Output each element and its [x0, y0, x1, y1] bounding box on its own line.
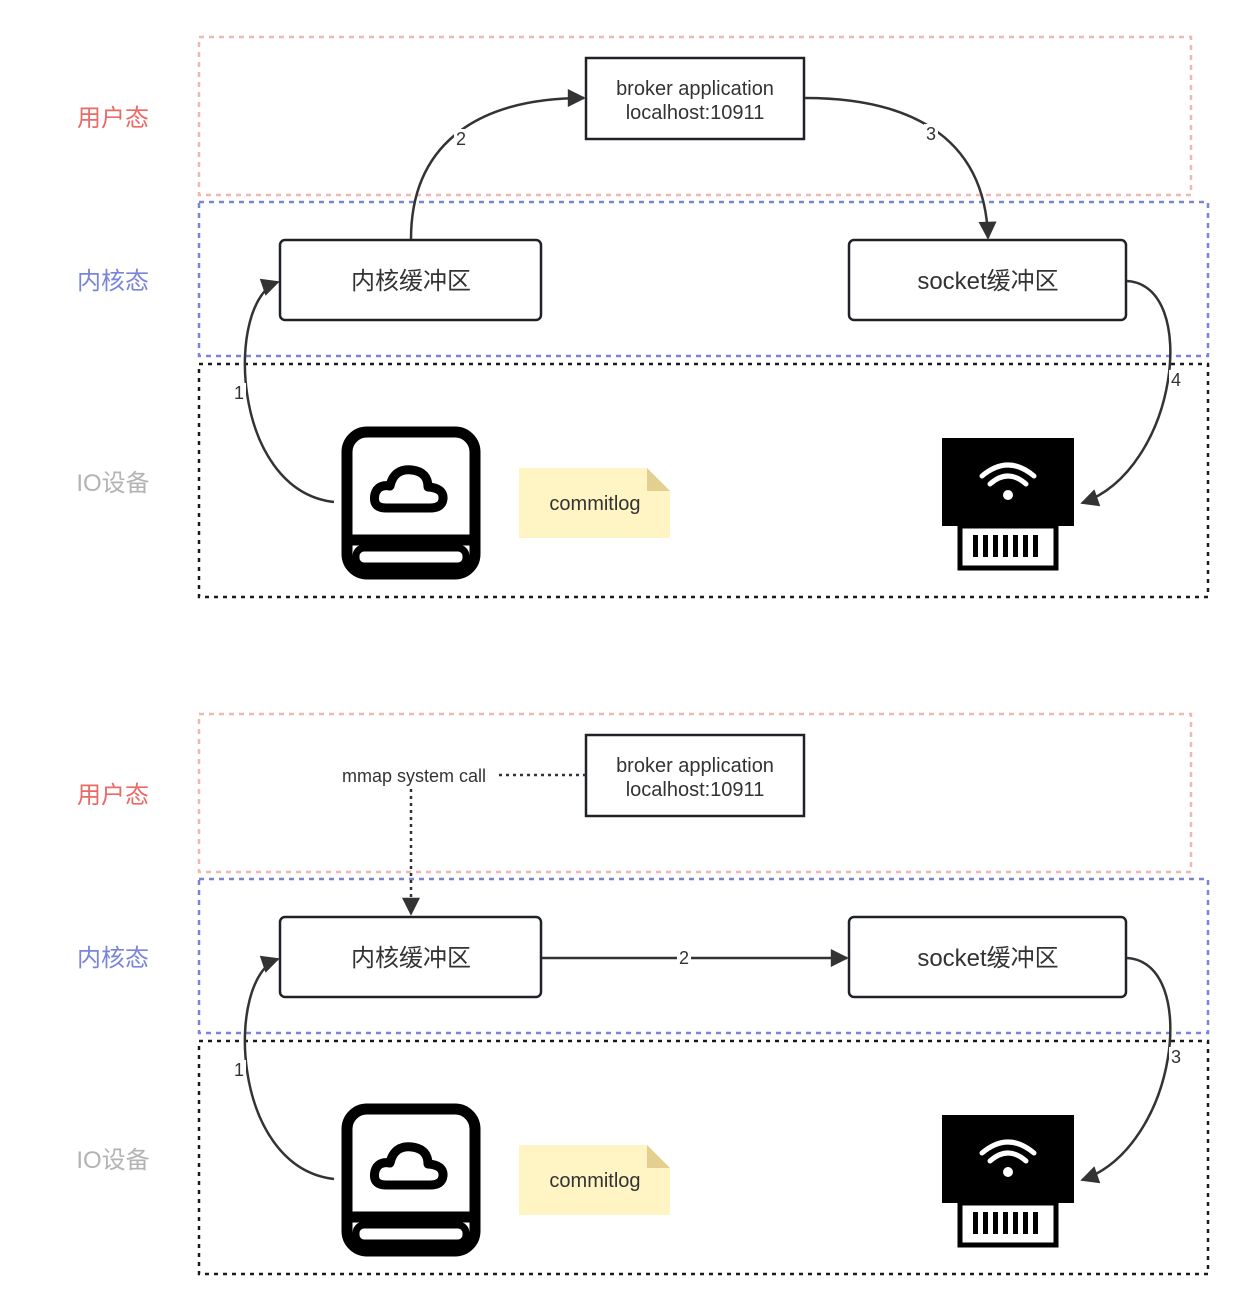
kernel-space-lane: [197, 877, 1210, 1035]
user-space-lane: [197, 35, 1193, 197]
commitlog-note-label: commitlog: [549, 493, 640, 515]
edge-1-disk-to-kernel[interactable]: [243, 955, 335, 1181]
edge-label-2: 2: [679, 948, 689, 968]
edge-label-1: 1: [234, 383, 244, 403]
broker-application-node[interactable]: broker application localhost:10911: [584, 733, 806, 818]
broker-application-title: broker application: [616, 78, 774, 100]
edge-label-3: 3: [926, 124, 936, 144]
commitlog-note[interactable]: commitlog: [519, 1145, 670, 1215]
socket-buffer-node[interactable]: socket缓冲区: [847, 915, 1128, 999]
io-device-lane: [197, 362, 1210, 599]
edge-4-socket-to-nic[interactable]: [1080, 279, 1172, 507]
mmap-system-call-label: mmap system call: [342, 766, 486, 786]
lane-label-io: IO设备: [76, 470, 149, 497]
edge-label-1: 1: [234, 1060, 244, 1080]
disk-cloud-icon: [341, 1103, 481, 1257]
lane-label-user: 用户态: [77, 105, 149, 132]
diagram-mmap-copy: 用户态 内核态 IO设备 broker application localhos…: [76, 712, 1210, 1276]
commitlog-note-label: commitlog: [549, 1170, 640, 1192]
edge-label-3: 3: [1171, 1047, 1181, 1067]
network-card-icon: [942, 1115, 1074, 1248]
lane-label-user: 用户态: [77, 782, 149, 809]
broker-application-title: broker application: [616, 755, 774, 777]
kernel-buffer-node[interactable]: 内核缓冲区: [278, 238, 543, 322]
io-device-lane: [197, 1039, 1210, 1276]
edge-1-disk-to-kernel[interactable]: [243, 278, 335, 504]
broker-application-address: localhost:10911: [626, 779, 765, 801]
broker-application-address: localhost:10911: [626, 102, 765, 124]
edge-label-2: 2: [456, 129, 466, 149]
kernel-buffer-node[interactable]: 内核缓冲区: [278, 915, 543, 999]
edge-label-4: 4: [1171, 370, 1181, 390]
user-space-lane: [197, 712, 1193, 874]
broker-application-node[interactable]: broker application localhost:10911: [584, 56, 806, 141]
kernel-buffer-label: 内核缓冲区: [351, 268, 471, 295]
edge-3-app-to-socket[interactable]: [804, 96, 997, 240]
socket-buffer-label: socket缓冲区: [917, 268, 1058, 295]
edge-2-kernel-to-app[interactable]: [409, 89, 586, 240]
disk-cloud-icon: [341, 426, 481, 580]
kernel-buffer-label: 内核缓冲区: [351, 945, 471, 972]
edge-3-socket-to-nic[interactable]: [1080, 956, 1172, 1184]
commitlog-note[interactable]: commitlog: [519, 468, 670, 538]
kernel-space-lane: [197, 200, 1210, 358]
socket-buffer-label: socket缓冲区: [917, 945, 1058, 972]
diagram-traditional-copy: 用户态 内核态 IO设备 broker application localhos…: [76, 35, 1210, 599]
network-card-icon: [942, 438, 1074, 571]
lane-label-kernel: 内核态: [77, 268, 149, 295]
socket-buffer-node[interactable]: socket缓冲区: [847, 238, 1128, 322]
lane-label-kernel: 内核态: [77, 945, 149, 972]
lane-label-io: IO设备: [76, 1147, 149, 1174]
